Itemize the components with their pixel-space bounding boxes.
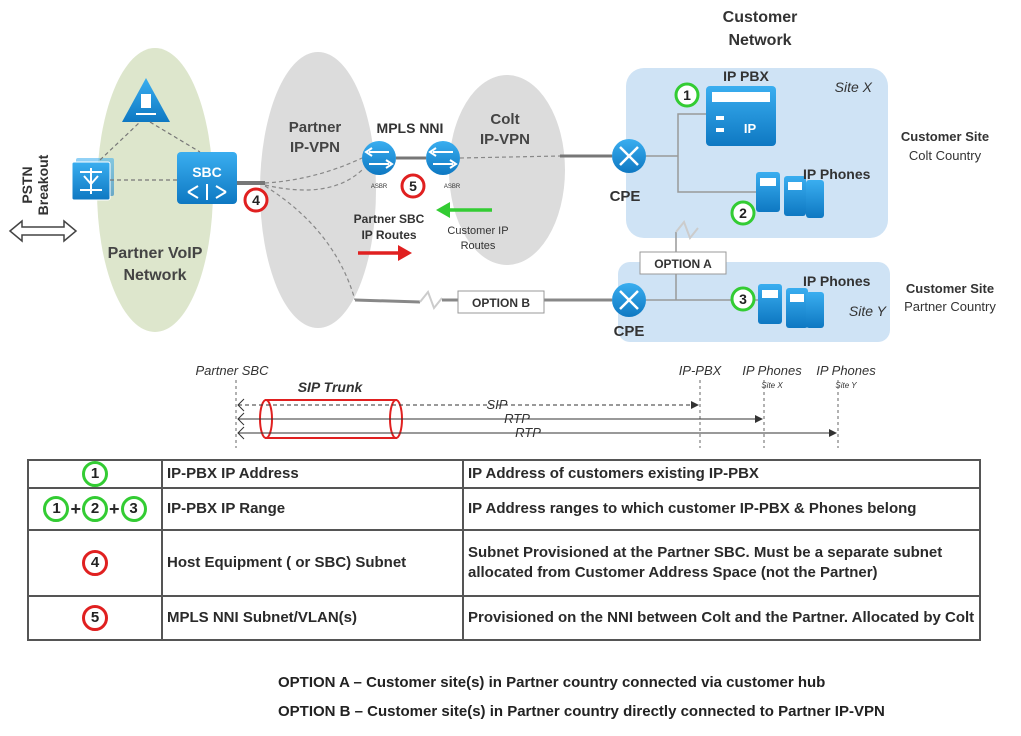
row-name: IP-PBX IP Range [161,487,464,531]
badge-4: 4 [82,550,108,576]
badge-3: 3 [120,496,147,522]
option-b-link-left [354,298,421,304]
footer-option-a: OPTION A – Customer site(s) in Partner c… [278,674,826,691]
row-badges: 1+2+3 [27,487,163,531]
partner-ipvpn-line2: IP-VPN [290,139,340,156]
colt-ipvpn-line2: IP-VPN [480,131,530,148]
customer-ip-routes-line2: Routes [461,240,496,252]
pstn-double-arrow [8,219,78,243]
svg-text:PSTN: PSTN [19,166,35,203]
badge-5: 5 [400,173,426,199]
badge-2: 2 [730,200,756,226]
voip-internal-links [99,121,201,181]
rtp-label-1: RTP [504,411,530,426]
badge-5: 5 [82,605,108,631]
svg-text:Breakout: Breakout [35,154,51,215]
ip-pbx-icon: IP [706,86,776,146]
svg-text:ASBR: ASBR [371,184,388,190]
ip-phones-x-label: IP Phones [803,166,871,182]
svg-text:3: 3 [739,291,747,307]
row-name: IP-PBX IP Address [161,459,464,489]
trunk-ip-phones-x-label: IP Phones [742,363,802,378]
svg-text:SBC: SBC [192,164,222,180]
option-b-label: OPTION B [472,296,530,310]
mpls-nni-label: MPLS NNI [377,120,444,136]
trunk-partner-sbc-label: Partner SBC [196,363,270,378]
partner-country-label: Partner Country [904,299,996,314]
row-badges: 4 [27,529,163,597]
footer-option-b: OPTION B – Customer site(s) in Partner c… [278,703,885,720]
table-row: 5 MPLS NNI Subnet/VLAN(s)Provisioned on t… [27,595,981,641]
svg-text:2: 2 [739,205,747,221]
row-name: Host Equipment ( or SBC) Subnet [161,529,464,597]
sbc-icon: SBC [177,152,237,204]
partner-ipvpn-cloud [260,52,376,328]
sip-trunk-label: SIP Trunk [298,379,364,395]
pstn-breakout-label: PSTN Breakout [19,154,51,215]
trunk-ip-pbx-label: IP-PBX [679,363,723,378]
cpe-y-icon: CPE [612,283,646,340]
svg-text:ASBR: ASBR [444,184,461,190]
cpe-x-icon: CPE [610,139,646,205]
customer-network-line2: Network [728,32,791,49]
network-diagram: Customer Network PSTN Breakout SBC Partn… [8,9,996,448]
rtp-label-2: RTP [515,425,541,440]
colt-country-label: Colt Country [909,148,982,163]
badge-1: 1 [674,82,700,108]
row-description: IP Address ranges to which customer IP-P… [462,487,981,531]
site-y-label: Site Y [849,303,888,319]
voice-gateway-icon [71,158,114,201]
partner-voip-line1: Partner VoIP [108,245,203,262]
row-description: IP Address of customers existing IP-PBX [462,459,981,489]
partner-sbc-routes-line2: IP Routes [361,228,416,242]
call-manager-icon [122,78,170,122]
site-x-lan [646,113,756,193]
colt-ipvpn-line1: Colt [490,111,519,128]
row-description: Subnet Provisioned at the Partner SBC. M… [462,529,981,597]
trunk-site-y-label: Site Y [835,381,857,390]
badge-3: 3 [730,286,756,312]
customer-network-line1: Customer [723,9,798,26]
svg-text:CPE: CPE [610,188,641,205]
ip-phones-y-icon [758,284,824,328]
trunk-ip-phones-y-label: IP Phones [816,363,876,378]
svg-text:1: 1 [683,87,691,103]
ip-phones-y-label: IP Phones [803,273,871,289]
customer-ip-routes-line1: Customer IP [447,225,508,237]
partner-voip-line2: Network [123,267,186,284]
sip-label: SIP [487,397,508,412]
asbr-router-left-icon: ASBR [362,141,396,190]
row-badges: 5 [27,595,163,641]
badge-1: 1 [82,461,108,487]
svg-text:4: 4 [252,192,260,208]
row-description: Provisioned on the NNI between Colt and … [462,595,981,641]
option-a-label: OPTION A [654,257,712,271]
svg-text:CPE: CPE [614,323,645,340]
asbr-router-right-icon: ASBR [426,141,461,190]
badge-2: 2 [82,496,108,522]
trunk-site-x-label: Site X [761,381,783,390]
ip-pbx-label: IP PBX [723,68,769,84]
row-badges: 1 [27,459,163,489]
option-b-box [457,290,545,314]
option-a-box [639,251,727,275]
ip-phones-x-icon [756,172,824,218]
svg-text:IP: IP [744,121,757,136]
customer-site-colt-label: Customer Site [901,129,989,144]
customer-site-partner-label: Customer Site [906,281,994,296]
badge-4: 4 [243,187,269,213]
partner-sbc-routes-line1: Partner SBC [354,212,425,226]
partner-ipvpn-line1: Partner [289,119,342,136]
svg-text:5: 5 [409,178,417,194]
site-x-label: Site X [835,79,873,95]
colt-ipvpn-cloud [449,75,565,265]
badge-1: 1 [43,496,70,522]
row-name: MPLS NNI Subnet/VLAN(s) [161,595,464,641]
